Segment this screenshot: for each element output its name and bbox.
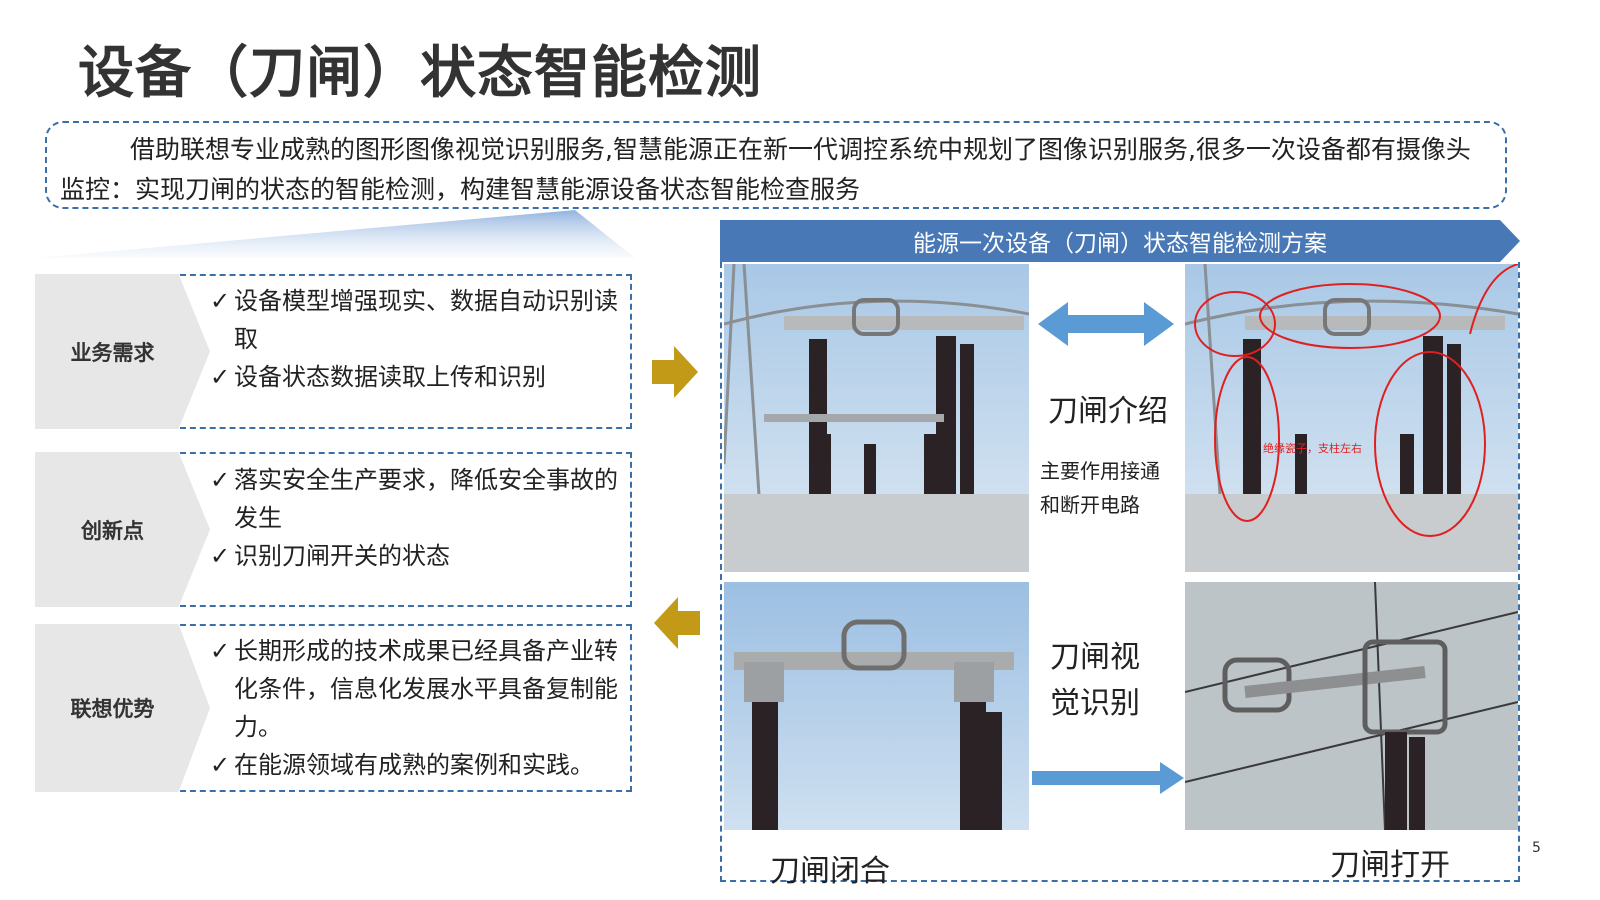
intro-frame — [45, 121, 1507, 209]
row-frame-innovation — [180, 452, 632, 607]
vision-label-line1: 刀闸视 — [1050, 640, 1140, 675]
bullet-item: 落实安全生产要求，降低安全事故的发生 — [210, 461, 630, 537]
intro-desc-line2: 和断开电路 — [1040, 493, 1140, 517]
bullet-list-business: 设备模型增强现实、数据自动识别读取 设备状态数据读取上传和识别 — [210, 282, 630, 396]
row-label-advantage: 联想优势 — [35, 624, 210, 792]
bullet-list-innovation: 落实安全生产要求，降低安全事故的发生 识别刀闸开关的状态 — [210, 461, 630, 575]
intro-desc-line1: 主要作用接通 — [1040, 459, 1160, 483]
closed-switch-photo — [724, 582, 1029, 830]
row-label-innovation: 创新点 — [35, 452, 210, 607]
closed-caption: 刀闸闭合 — [770, 854, 890, 889]
open-caption: 刀闸打开 — [1330, 848, 1450, 883]
solution-banner: 能源一次设备（刀闸）状态智能检测方案 — [720, 220, 1520, 262]
arrow-left-icon — [654, 597, 700, 649]
substation-annotated-photo: 绝缘瓷子，支柱左右 — [1185, 264, 1518, 572]
substation-photo — [724, 264, 1029, 572]
page-number: 5 — [1532, 840, 1541, 856]
bullet-item: 设备模型增强现实、数据自动识别读取 — [210, 282, 630, 358]
solution-frame — [720, 262, 1520, 882]
bullet-item: 长期形成的技术成果已经具备产业转化条件，信息化发展水平具备复制能力。 — [210, 632, 630, 746]
row-label-business: 业务需求 — [35, 274, 210, 429]
intro-text: 借助联想专业成熟的图形图像视觉识别服务,智慧能源正在新一代调控系统中规划了图像识… — [60, 135, 1471, 204]
row-frame-advantage — [180, 624, 632, 792]
double-arrow-icon — [1038, 302, 1174, 346]
arrow-right-icon — [1032, 762, 1184, 794]
annotation-label: 绝缘瓷子，支柱左右 — [1263, 442, 1362, 455]
bullet-item: 设备状态数据读取上传和识别 — [210, 358, 630, 396]
bullet-item: 在能源领域有成熟的案例和实践。 — [210, 746, 630, 784]
vision-label-line2: 觉识别 — [1050, 686, 1140, 721]
arrow-right-icon — [652, 346, 698, 398]
callout-spotlight — [35, 210, 635, 258]
row-frame-business — [180, 274, 632, 429]
bullet-list-advantage: 长期形成的技术成果已经具备产业转化条件，信息化发展水平具备复制能力。 在能源领域… — [210, 632, 630, 784]
intro-label: 刀闸介绍 — [1048, 394, 1168, 429]
page-title: 设备（刀闸）状态智能检测 — [78, 41, 762, 106]
bullet-item: 识别刀闸开关的状态 — [210, 537, 630, 575]
open-switch-photo — [1185, 582, 1518, 830]
